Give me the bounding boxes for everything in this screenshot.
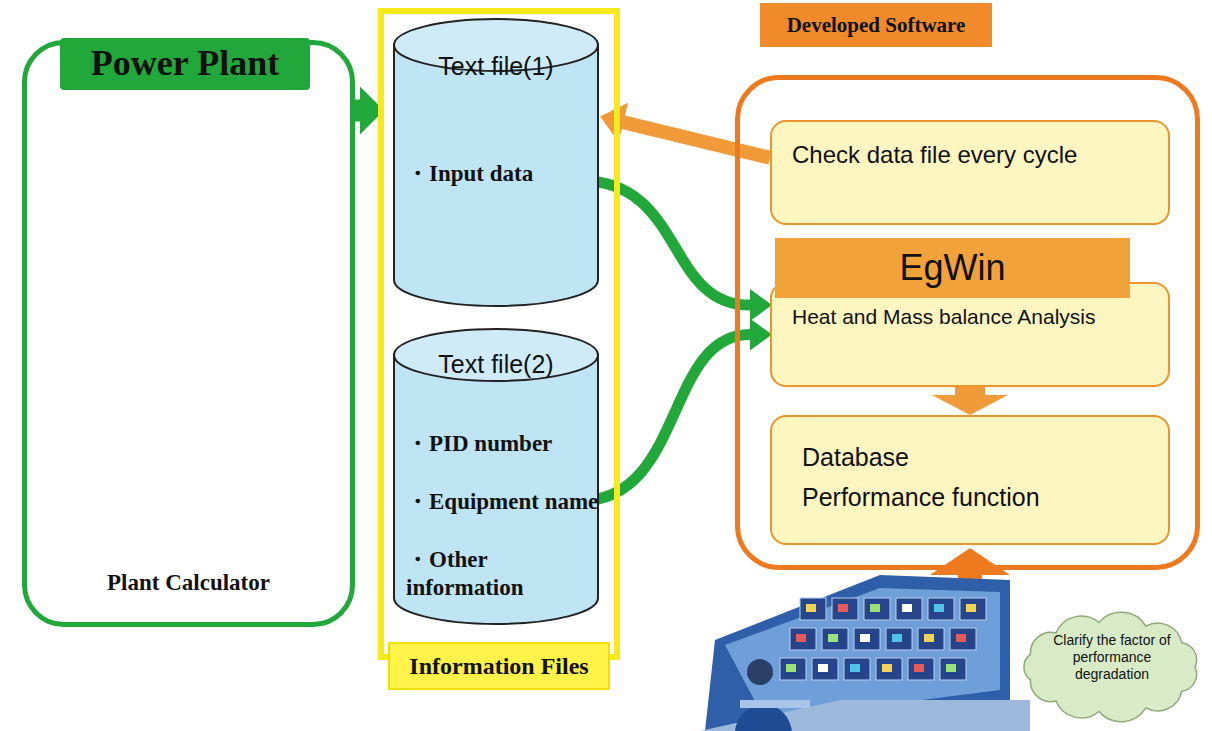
process-text: Performance function (802, 483, 1142, 512)
plant-heading: Power Plant (60, 38, 310, 90)
arrow-body (580, 180, 750, 305)
text-file-cylinder: Text file(1) ・Input data (392, 18, 600, 308)
text-holder: Plant Calculator (32, 570, 345, 596)
text-holder: ・Input data (406, 158, 596, 189)
text-holder: EgWin (775, 238, 1130, 298)
arrow-body (580, 335, 750, 501)
arrow-body (600, 103, 772, 165)
flow-arrow (932, 387, 1008, 415)
text-holder: Database (802, 443, 1142, 472)
operator-illustration (700, 575, 1030, 731)
software-group: Developed SoftwareCheck data file every … (735, 75, 1200, 570)
text-holder: ・PID number (406, 428, 600, 459)
file-item: ・Equipment name (406, 486, 600, 517)
file-title: Text file(2) (392, 350, 600, 379)
arrow-body (932, 387, 1008, 415)
text-file-cylinder: Text file(2) ・PID number ・Equipment name ・O… (392, 328, 600, 626)
text-holder: Text file(1) (392, 52, 600, 81)
group-heading: Developed Software (760, 3, 992, 47)
flow-arrow (580, 180, 772, 321)
flow-arrow (600, 103, 772, 165)
process-text: Database (802, 443, 1142, 472)
text-holder: Check data file every cycle (792, 140, 1152, 170)
arrow-head (750, 319, 772, 351)
process-text: Heat and Mass balance Analysis (792, 304, 1152, 330)
text-holder: Power Plant (60, 38, 310, 90)
note-text: Clarify the factor of performance degrad… (1037, 632, 1187, 682)
files-group: Information FilesText file(1)・Input data… (378, 8, 620, 660)
plant-box: Power PlantPlant Calculator (22, 40, 355, 627)
text-holder: ・Equipment name (406, 486, 600, 517)
process-text: Check data file every cycle (792, 140, 1152, 170)
note-cloud: Clarify the factor of performance degrad… (1015, 612, 1207, 722)
text-holder: Information Files (388, 642, 610, 690)
text-holder: Text file(2) (392, 350, 600, 379)
text-holder: Heat and Mass balance Analysis (792, 304, 1152, 330)
flow-arrow (580, 319, 772, 501)
tool-name: EgWin (775, 238, 1130, 298)
group-label: Information Files (388, 642, 610, 690)
file-item: ・Other information (406, 544, 600, 601)
arrow-head (750, 289, 772, 321)
text-holder: Clarify the factor of performance degrad… (1037, 632, 1187, 682)
text-holder: ・Other information (406, 544, 600, 601)
file-item: ・PID number (406, 428, 600, 459)
text-holder: Performance function (802, 483, 1142, 512)
plant-label: Plant Calculator (32, 570, 345, 596)
process-box: DatabasePerformance function (770, 415, 1170, 545)
file-title: Text file(1) (392, 52, 600, 81)
file-item: ・Input data (406, 158, 596, 189)
text-holder: Developed Software (760, 3, 992, 47)
process-box: Check data file every cycle (770, 120, 1170, 225)
process-box: EgWinHeat and Mass balance Analysis (770, 282, 1170, 387)
